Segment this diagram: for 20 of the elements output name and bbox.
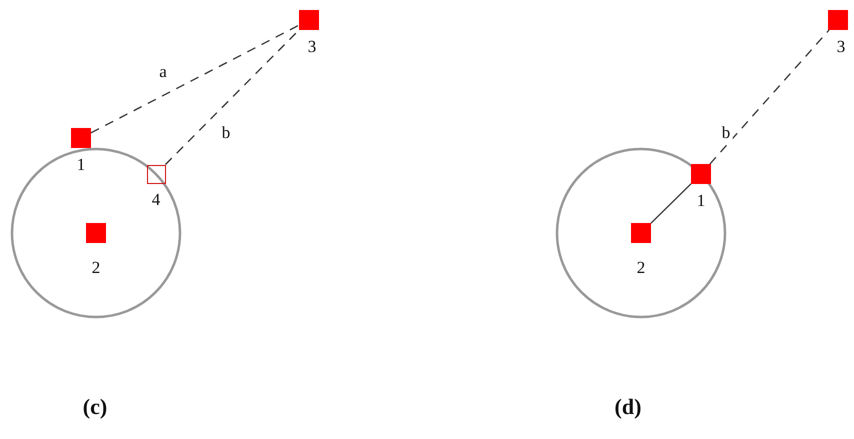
point-number: 2 (636, 259, 646, 277)
dashed-line (709, 30, 830, 164)
dashed-line (90, 24, 300, 134)
point-number: 2 (92, 259, 100, 277)
point-number: 1 (696, 192, 706, 210)
square-marker (828, 10, 848, 30)
point-number: 3 (308, 38, 316, 56)
line (650, 183, 692, 224)
hollow-square-marker (146, 164, 166, 184)
square-marker (86, 223, 106, 243)
square-marker (631, 223, 651, 243)
point-number: 3 (836, 38, 846, 56)
square-marker (691, 164, 711, 184)
square-marker (299, 10, 319, 30)
point-number: 4 (152, 191, 160, 209)
point-number: 1 (76, 156, 86, 174)
panel-label: (c) (82, 395, 108, 419)
square-marker (71, 128, 91, 148)
panel-label: (d) (614, 395, 642, 419)
edge-label: b (720, 124, 732, 142)
